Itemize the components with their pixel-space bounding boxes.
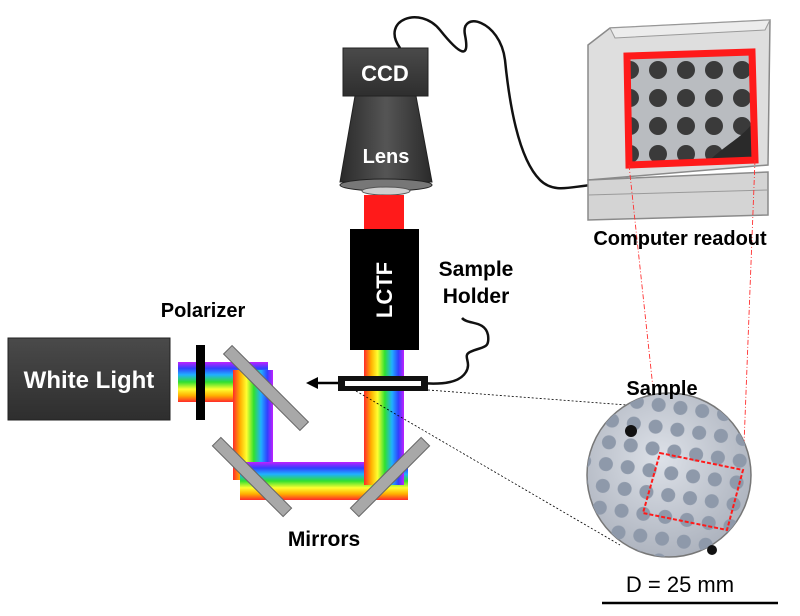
sample-holder <box>306 376 428 391</box>
sample-holder-label-line1: Sample <box>439 258 514 281</box>
lctf-label: LCTF <box>372 262 397 318</box>
lens: Lens <box>339 95 433 196</box>
polarizer-label: Polarizer <box>161 300 246 322</box>
filtered-beam <box>364 195 404 229</box>
computer-monitor <box>587 19 771 221</box>
computer-readout-label: Computer readout <box>593 228 767 250</box>
sample-holder-label-line2: Holder <box>443 285 510 308</box>
lens-label: Lens <box>363 146 410 168</box>
sample-label: Sample <box>626 378 697 400</box>
polarizer <box>196 345 205 420</box>
light-beam-path <box>178 350 408 500</box>
sample-roi-box <box>641 451 745 532</box>
mirrors-label: Mirrors <box>288 528 360 551</box>
white-light-label: White Light <box>24 367 155 394</box>
ccd-label: CCD <box>361 61 409 86</box>
lctf-filter: LCTF <box>350 229 419 350</box>
diameter-label: D = 25 mm <box>626 572 734 597</box>
white-light-source: White Light <box>7 337 171 421</box>
holder-cable <box>419 317 490 385</box>
mirrors <box>211 344 431 518</box>
ccd-cable <box>393 16 596 190</box>
ccd-camera: CCD <box>342 47 429 97</box>
sample-disc <box>586 392 752 558</box>
sample-projection-lines <box>355 389 641 546</box>
